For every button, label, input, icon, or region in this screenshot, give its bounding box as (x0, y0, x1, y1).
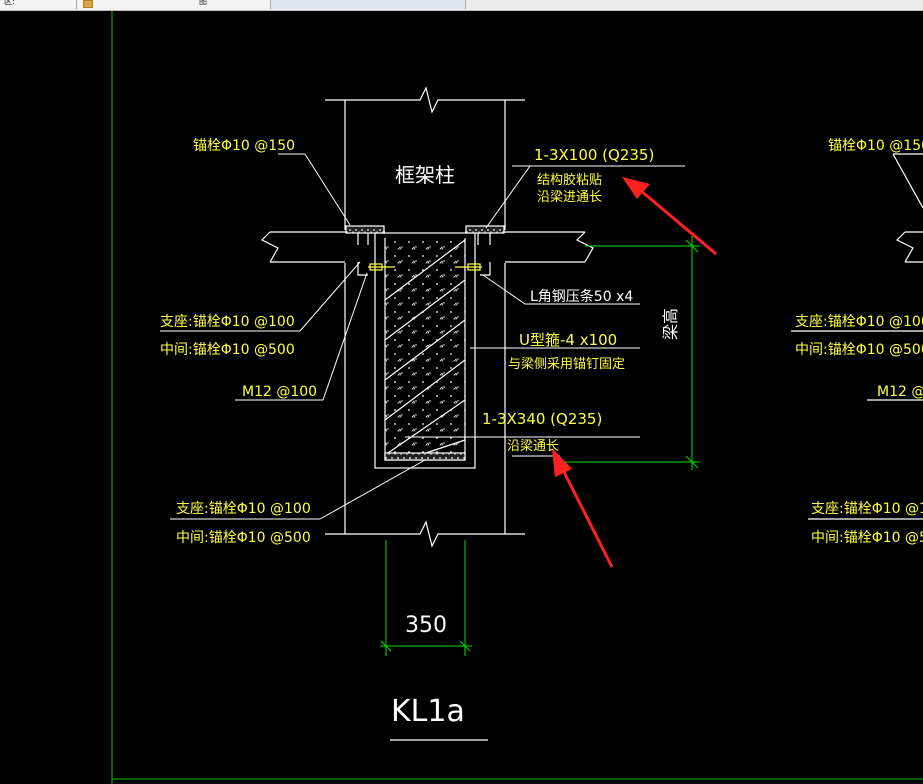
window-tab-1[interactable]: 区: (0, 0, 77, 9)
label-plate-top-note2: 沿梁进通长 (537, 190, 602, 205)
tab-label: 区: (4, 0, 15, 6)
right-label-m12: M12 @1 (877, 384, 923, 400)
bottom-steel-plate (384, 452, 466, 461)
beam-outline (374, 232, 476, 469)
right-label-mid-anchor-2: 中间:锚栓Φ10 @500 (811, 530, 923, 546)
folder-icon (83, 0, 93, 8)
right-label-top-anchor: 锚栓Φ10 @150 (828, 138, 923, 154)
label-u-hoop-note: 与梁侧采用锚钉固定 (508, 357, 625, 372)
top-steel-plate-left (345, 225, 385, 234)
window-tab-3[interactable] (271, 0, 466, 9)
section-right-partial (791, 153, 923, 520)
arrow-head-icon (552, 448, 572, 477)
tab-label: 图 (199, 0, 207, 6)
break-line-bottom (325, 520, 525, 548)
right-label-support-anchor: 支座:锚栓Φ10 @100 (795, 314, 923, 330)
right-label-mid-anchor: 中间:锚栓Φ10 @500 (795, 342, 923, 358)
cad-drawing-canvas[interactable]: 锚栓Φ10 @150 框架柱 1-3X100 (Q235) 结构胶粘贴 沿梁进通… (0, 11, 923, 784)
break-line-top (325, 86, 525, 114)
section-title: KL1a (391, 694, 465, 729)
label-m12: M12 @100 (242, 384, 317, 400)
label-plate-top-spec: 1-3X100 (Q235) (534, 146, 654, 164)
label-u-hoop: U型箍-4 x100 (519, 331, 617, 349)
label-mid-anchor-2: 中间:锚栓Φ10 @500 (176, 530, 311, 546)
label-plate-top-note1: 结构胶粘贴 (537, 172, 602, 188)
label-support-anchor: 支座:锚栓Φ10 @100 (160, 314, 295, 330)
window-tab-2[interactable]: 图 (77, 0, 271, 9)
dimension-lines (380, 236, 700, 656)
leader (304, 153, 351, 226)
dimension-width: 350 (405, 613, 447, 638)
label-plate-bottom-note: 沿梁通长 (507, 439, 559, 454)
slab-break (260, 231, 594, 263)
label-support-anchor-2: 支座:锚栓Φ10 @100 (176, 501, 311, 517)
label-top-anchor: 锚栓Φ10 @150 (193, 138, 295, 154)
top-steel-plate-right (465, 225, 505, 234)
hatch-lines (384, 239, 466, 461)
right-label-support-anchor-2: 支座:锚栓Φ10 @100 (811, 501, 923, 517)
title-tab-strip: 区: 图 (0, 0, 923, 11)
slab-outline (270, 231, 585, 263)
label-plate-bottom-spec: 1-3X340 (Q235) (482, 410, 602, 428)
concrete-fill (385, 238, 465, 460)
label-mid-anchor: 中间:锚栓Φ10 @500 (160, 342, 295, 358)
column-outline (344, 100, 506, 230)
label-beam-height: 梁高 (661, 308, 680, 340)
column-outline-lower (344, 263, 506, 534)
label-angle-steel: L角钢压条50 x4 (530, 288, 633, 305)
section-kl1a (160, 86, 685, 548)
label-frame-column: 框架柱 (395, 163, 455, 187)
red-annotation-arrows (552, 177, 717, 568)
arrow-head-icon (622, 177, 650, 199)
